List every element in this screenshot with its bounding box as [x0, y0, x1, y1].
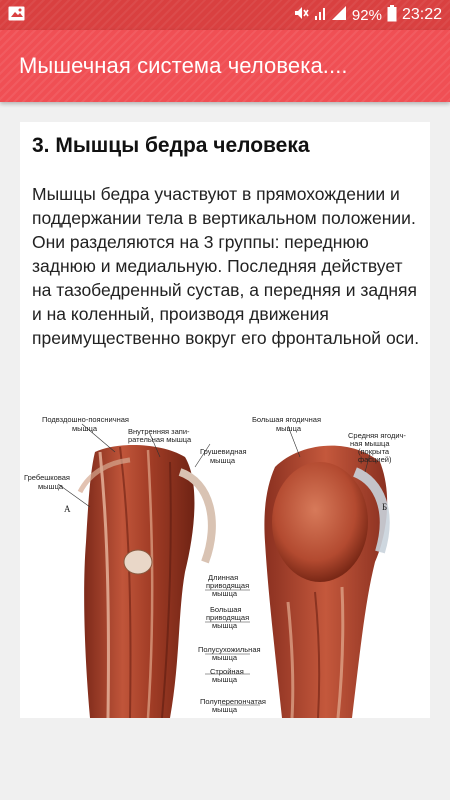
signal-icon	[331, 5, 347, 25]
battery-icon	[387, 4, 397, 26]
mute-icon	[293, 5, 309, 25]
label-a: А	[64, 504, 71, 514]
label-gluteus-med-3: (покрыта	[358, 447, 390, 456]
status-bar: 92% 23:22	[0, 0, 450, 30]
clock: 23:22	[401, 6, 442, 23]
content-card: 3. Мышцы бедра человека Мышцы бедра учас…	[20, 122, 430, 718]
label-adductor-mag-2: приводящая	[206, 613, 249, 622]
app-bar: Мышечная система человека....	[0, 30, 450, 102]
label-semitendinosus: Полусухожильная	[198, 645, 261, 654]
figure-b-thigh	[264, 445, 390, 718]
section-paragraph: Мышцы бедра участвуют в прямохождении и …	[32, 184, 420, 348]
image-icon	[8, 6, 25, 26]
label-iliopsoas: Подвздошно-поясничная	[42, 415, 129, 424]
label-gluteus-med: Средняя ягодич-	[348, 431, 406, 440]
label-gracilis: Стройная	[210, 667, 244, 676]
label-pectineus: Гребешковая	[24, 473, 70, 482]
label-piriformis-2: мышца	[210, 456, 236, 465]
app-title: Мышечная система человека....	[19, 53, 348, 78]
label-pectineus-2: мышца	[38, 482, 64, 491]
label-obturator: Внутренняя запи-	[128, 427, 190, 436]
label-b: Б	[382, 502, 387, 512]
label-gracilis-2: мышца	[212, 675, 238, 684]
section-title: 3. Мышцы бедра человека	[32, 134, 310, 157]
label-obturator-2: рательная мышца	[128, 435, 192, 444]
label-gluteus-med-2: ная мышца	[350, 439, 390, 448]
thigh-muscles-illustration: Подвздошно-поясничная мышца Внутренняя з…	[20, 412, 430, 718]
label-semimembranosus: Полуперепончатая	[200, 697, 266, 706]
label-gluteus-med-4: фасцией)	[358, 455, 392, 464]
status-icons: 92% 23:22	[293, 0, 442, 30]
wifi-icon	[314, 5, 326, 25]
label-gluteus-max-2: мышца	[276, 424, 302, 433]
label-adductor-mag-3: мышца	[212, 621, 238, 630]
label-gluteus-max: Большая ягодичная	[252, 415, 321, 424]
label-piriformis: Грушевидная	[200, 447, 247, 456]
label-semitendinosus-2: мышца	[212, 653, 238, 662]
label-adductor-long: Длинная	[208, 573, 238, 582]
label-adductor-long-2: приводящая	[206, 581, 249, 590]
label-iliopsoas-2: мышца	[72, 424, 98, 433]
battery-level: 92%	[351, 6, 382, 24]
label-adductor-mag: Большая	[210, 605, 241, 614]
label-semimembranosus-2: мышца	[212, 705, 238, 714]
figure-a-thigh	[77, 445, 216, 718]
label-adductor-long-3: мышца	[212, 589, 238, 598]
